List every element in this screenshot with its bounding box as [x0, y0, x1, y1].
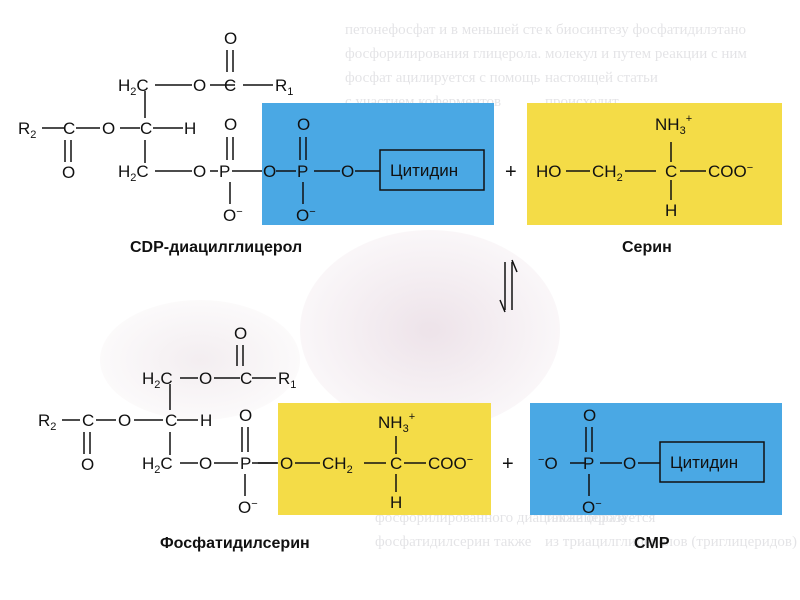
atom-c-center-ps: C — [165, 411, 177, 430]
serine-label: Серин — [622, 239, 672, 256]
atom-coo-serine: COO− — [708, 162, 753, 181]
atom-o-p2-bottom: O− — [296, 206, 316, 225]
atom-o-serine-link-ps: O — [280, 454, 293, 473]
atom-o-bottom-cmp: O− — [582, 498, 602, 517]
atom-o-carbonyl-1: O — [224, 29, 237, 48]
equilibrium-arrow-up — [511, 259, 518, 273]
atom-ch2-ps: CH2 — [322, 454, 353, 476]
atom-p-2: P — [297, 162, 308, 181]
atom-o-phosphate-1: O — [193, 162, 206, 181]
bond-lines — [42, 50, 765, 496]
atom-h-center: H — [184, 119, 196, 138]
cmp-label: CMP — [634, 535, 670, 552]
atom-o-p2-top: O — [297, 115, 310, 134]
atom-h-ps: H — [390, 493, 402, 512]
atom-nh3-serine: NH3+ — [655, 113, 692, 137]
atom-c-center: C — [140, 119, 152, 138]
atom-o-bridge: O — [263, 162, 276, 181]
atom-h2c-top-ps: H2C — [142, 369, 173, 391]
atom-o-phosphate-ps: O — [199, 454, 212, 473]
atom-coo-ps: COO− — [428, 454, 473, 473]
atom-o-minus-cmp: −O — [538, 454, 558, 473]
atom-o-carbonyl-1-ps: O — [234, 324, 247, 343]
cdp-diacylglycerol-blue-panel — [262, 103, 494, 225]
atom-r2-top: R2 — [18, 119, 36, 141]
atom-r2-ps: R2 — [38, 411, 56, 433]
atom-h-serine: H — [665, 201, 677, 220]
phosphatidylserine-label: Фосфатидилсерин — [160, 535, 310, 552]
atom-nh3-ps: NH3+ — [378, 411, 415, 435]
atom-h2c-bottom-ps: H2C — [142, 454, 173, 476]
cdp-diacylglycerol-label: CDP-диацилглицерол — [130, 239, 302, 256]
atom-c-ps: C — [390, 454, 402, 473]
cmp-blue-panel — [530, 403, 782, 515]
serine-yellow-panel — [527, 103, 782, 225]
atom-p-ps: P — [240, 454, 251, 473]
atom-h2c-bottom: H2C — [118, 162, 149, 184]
atom-o-link-cmp: O — [623, 454, 636, 473]
atom-o-p-top-ps: O — [239, 406, 252, 425]
atom-p-1: P — [219, 162, 230, 181]
atom-o-ester-2-ps: O — [118, 411, 131, 430]
atom-o-p1-bottom: O− — [223, 206, 243, 225]
atom-o-top-cmp: O — [583, 406, 596, 425]
atom-o-p-bottom-ps: O− — [238, 498, 258, 517]
atom-o-ester-2: O — [102, 119, 115, 138]
plus-sign-top: + — [505, 161, 517, 183]
plus-sign-bottom: + — [502, 453, 514, 475]
equilibrium-arrow-down — [499, 299, 506, 313]
atom-c-carbonyl-2-ps: C — [82, 411, 94, 430]
cytidine-label-top: Цитидин — [390, 161, 458, 180]
atom-o-carbonyl-2-ps: O — [81, 455, 94, 474]
atom-ho-serine: HO — [536, 162, 562, 181]
atom-c-carbonyl-2: C — [63, 119, 75, 138]
atom-r1-top: R1 — [275, 76, 293, 98]
atom-c-serine: C — [665, 162, 677, 181]
atom-o-ester-1: O — [193, 76, 206, 95]
atom-o-p1-top: O — [224, 115, 237, 134]
cytidine-label-cmp: Цитидин — [670, 453, 738, 472]
atom-c-carbonyl-1-ps: C — [240, 369, 252, 388]
atom-ch2-serine: CH2 — [592, 162, 623, 184]
phosphatidylserine-yellow-panel — [278, 403, 491, 515]
atom-o-carbonyl-2: O — [62, 163, 75, 182]
atom-p-cmp: P — [583, 454, 594, 473]
atom-o-ester-1-ps: O — [199, 369, 212, 388]
atom-o-cytidine-link: O — [341, 162, 354, 181]
atom-h-center-ps: H — [200, 411, 212, 430]
atom-h2c-top: H2C — [118, 76, 149, 98]
atom-c-carbonyl-1: C — [224, 76, 236, 95]
atom-r1-ps: R1 — [278, 369, 296, 391]
